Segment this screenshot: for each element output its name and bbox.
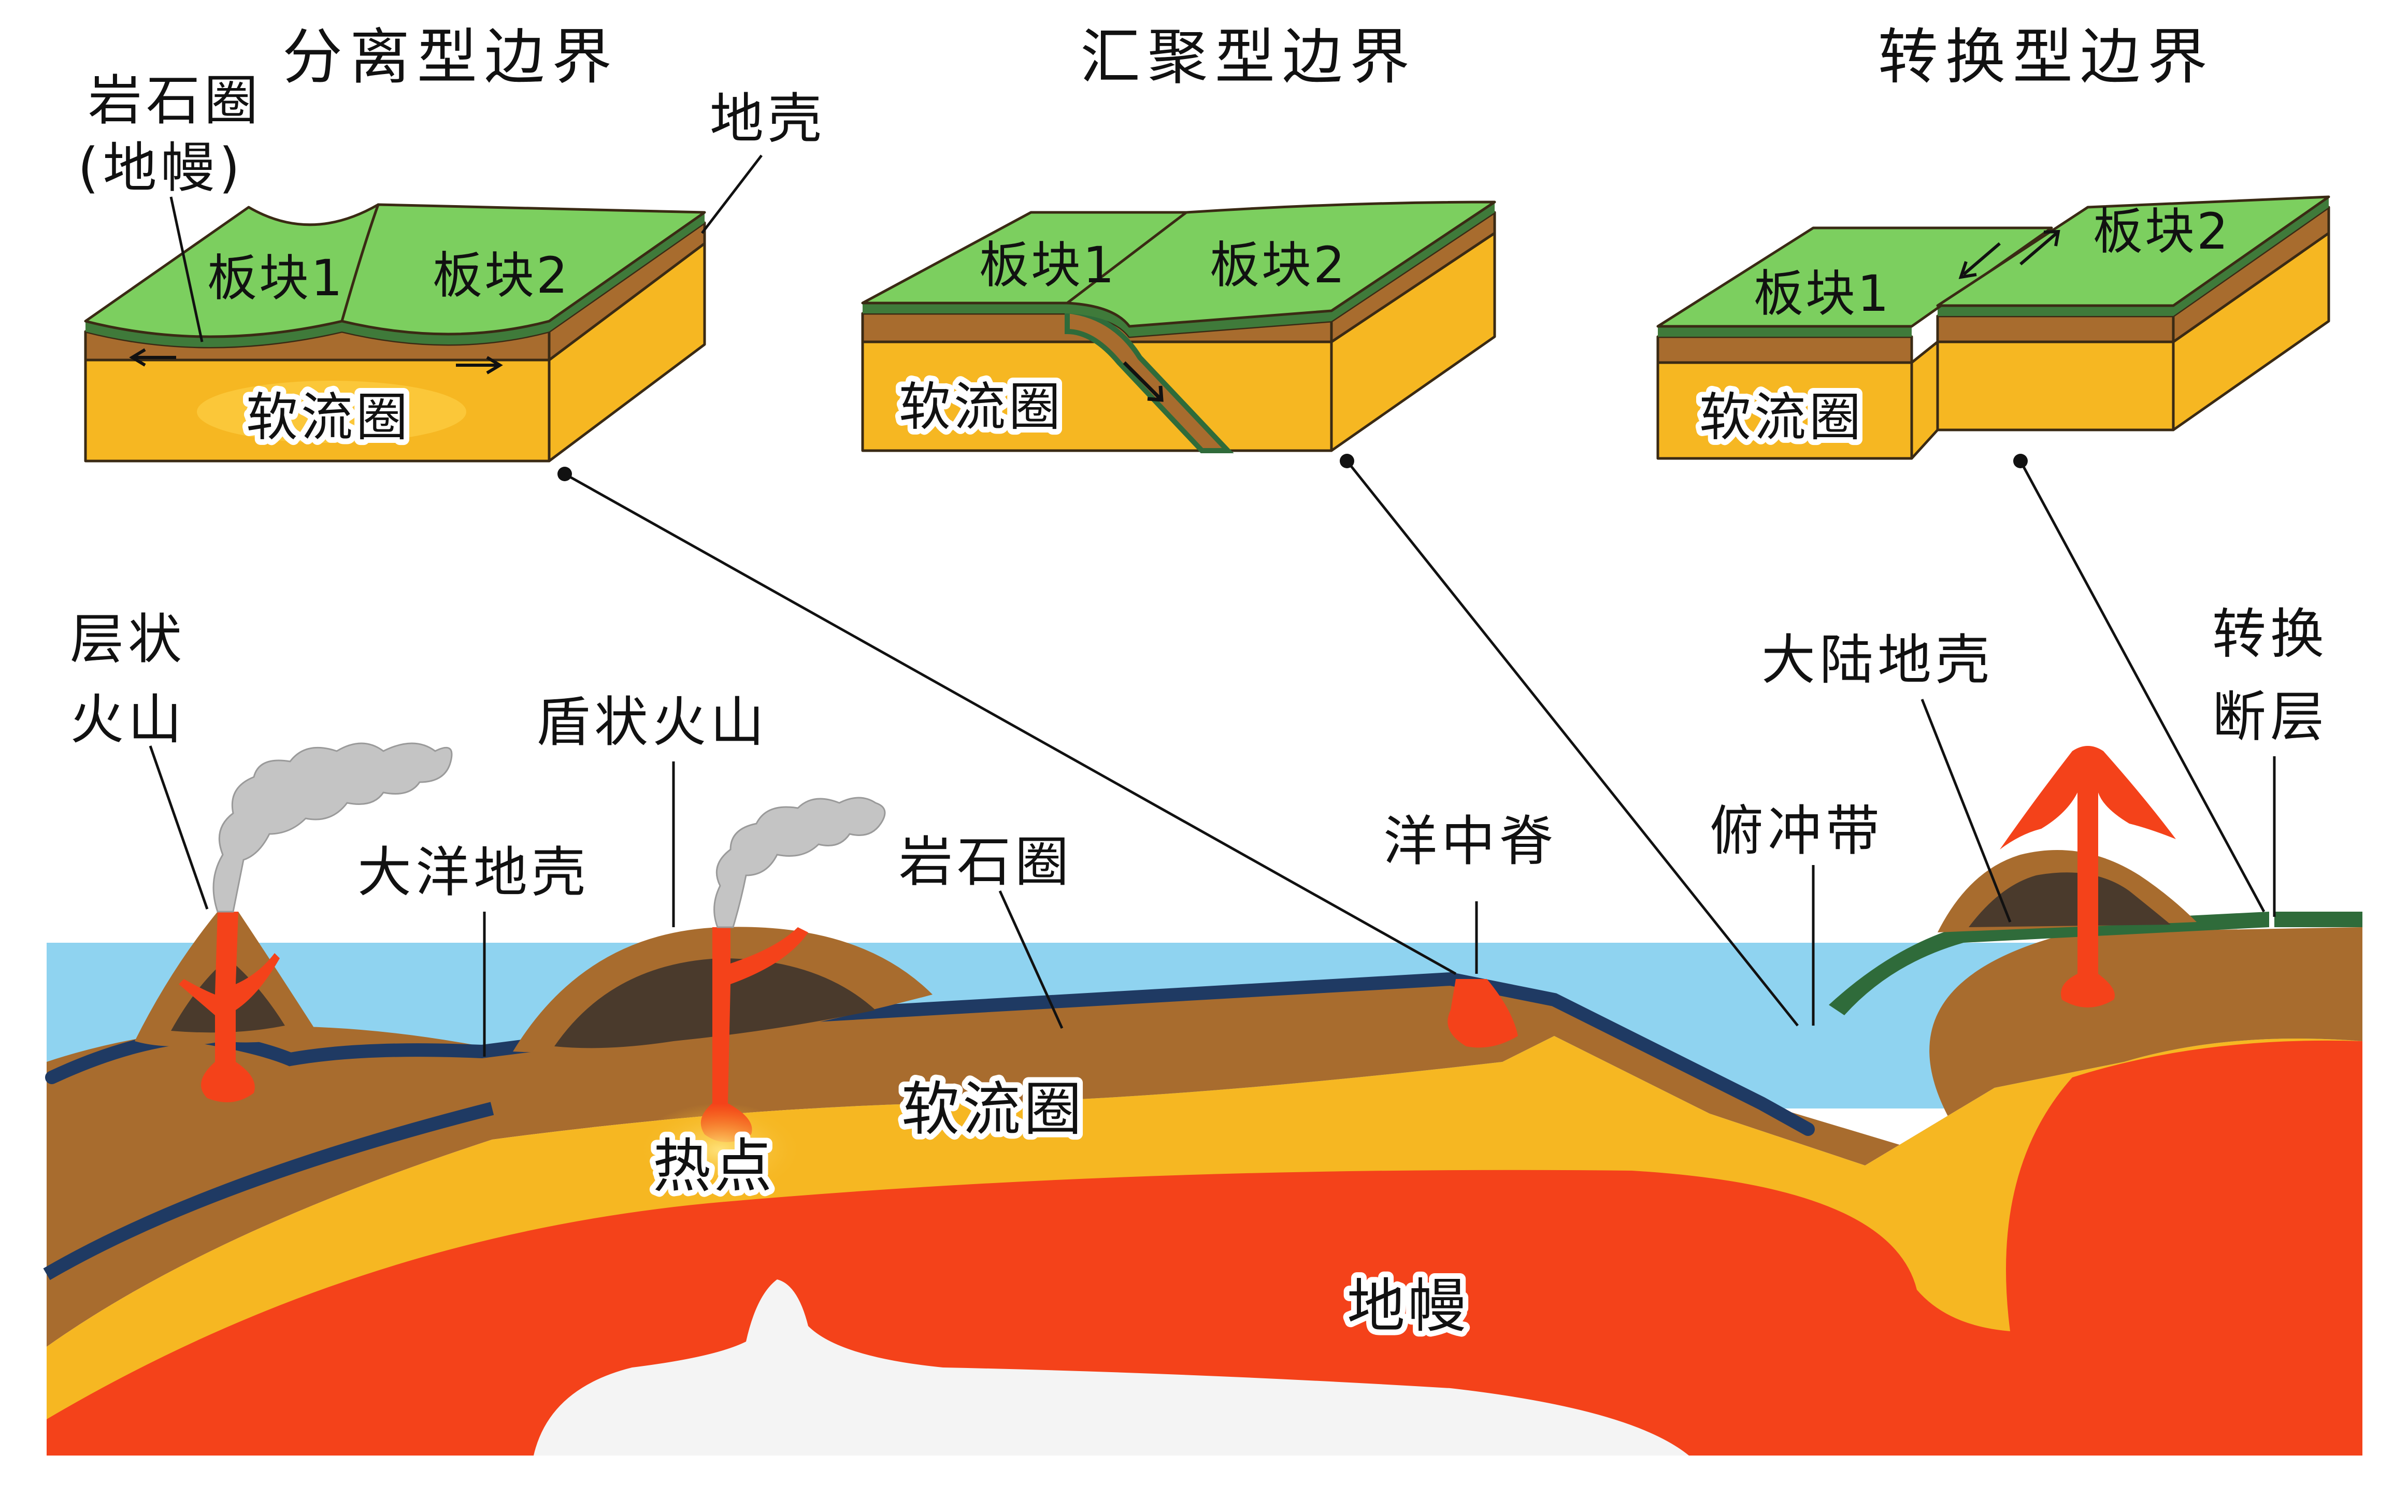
transform-arrow-right bbox=[2019, 229, 2060, 266]
label-stratovolcano-2: 火山 bbox=[70, 688, 186, 751]
text-labels: 分离型边界 汇聚型边界 转换型边界 岩石圈 (地幔) 地壳 板块1 板块2 软流… bbox=[70, 22, 2328, 1346]
title-transform: 转换型边界 bbox=[1878, 22, 2215, 92]
label-oceanic-crust: 大洋地壳 bbox=[357, 841, 590, 904]
label-lithosphere: 岩石圈 bbox=[899, 830, 1073, 894]
core-region bbox=[534, 1279, 1689, 1456]
divergent-asthenosphere-label: 软流圈 bbox=[246, 387, 411, 448]
transform-plate2-label: 板块2 bbox=[2093, 203, 2230, 261]
transform-asthenosphere-label: 软流圈 bbox=[1699, 387, 1864, 448]
label-transform-fault-1: 转换 bbox=[2212, 602, 2328, 666]
convergent-arrow bbox=[1123, 361, 1164, 402]
stratovolcano-magma bbox=[179, 912, 280, 1102]
label-hotspot: 热点 bbox=[653, 1133, 775, 1200]
shield-volcano-smoke bbox=[713, 797, 886, 928]
transform-block bbox=[1656, 195, 2330, 460]
label-mantle: 地幔 bbox=[1347, 1273, 1469, 1340]
title-divergent: 分离型边界 bbox=[282, 22, 619, 92]
divergent-arrow-right bbox=[456, 356, 503, 375]
label-asthenosphere-main: 软流圈 bbox=[901, 1076, 1085, 1143]
divergent-plate1-label: 板块1 bbox=[207, 249, 345, 307]
convergent-asthenosphere-label: 软流圈 bbox=[899, 377, 1064, 437]
label-transform-fault-2: 断层 bbox=[2212, 685, 2328, 748]
transform-arrow-left bbox=[1958, 242, 2001, 279]
divergent-arrow-left bbox=[129, 348, 176, 367]
shield-volcano-magma bbox=[700, 927, 808, 1142]
ridge-magma bbox=[1447, 979, 1518, 1048]
shield-volcano bbox=[513, 797, 933, 1142]
title-convergent: 汇聚型边界 bbox=[1080, 22, 1417, 92]
divergent-plate2-label: 板块2 bbox=[433, 247, 570, 305]
hotspot-glow bbox=[637, 1103, 803, 1197]
label-stratovolcano-1: 层状 bbox=[70, 608, 186, 671]
transform-plate2-surface bbox=[1936, 195, 2330, 307]
label-subduction-zone: 俯冲带 bbox=[1710, 799, 1884, 862]
transform-plate1-label: 板块1 bbox=[1754, 265, 1891, 323]
cross-section bbox=[43, 742, 2362, 1456]
stratovolcano bbox=[135, 742, 453, 1102]
divergent-block bbox=[84, 203, 706, 463]
mantle-layer bbox=[47, 1040, 2362, 1456]
label-mid-ocean-ridge: 洋中脊 bbox=[1383, 810, 1557, 873]
convergent-slab bbox=[1065, 308, 1234, 453]
label-crust-block: 地壳 bbox=[710, 87, 826, 150]
convergent-plate1-label: 板块1 bbox=[979, 236, 1116, 294]
convergent-plate2-surface bbox=[1066, 200, 1496, 328]
label-lithosphere-mantle: (地幔) bbox=[78, 136, 244, 199]
stratovolcano-smoke bbox=[212, 742, 453, 913]
convergent-block bbox=[861, 200, 1496, 453]
transform-plate1-surface bbox=[1656, 226, 2053, 328]
label-lithosphere-block: 岩石圈 bbox=[88, 69, 262, 132]
leader-lines bbox=[149, 154, 2276, 1057]
oceanic-crust-slab bbox=[43, 1102, 494, 1280]
transform-step bbox=[1910, 340, 1939, 460]
convergent-plate2-label: 板块2 bbox=[1210, 236, 1347, 294]
continental-volcano-magma bbox=[2000, 746, 2176, 1007]
label-shield-volcano: 盾状火山 bbox=[536, 690, 768, 754]
continental-area bbox=[1829, 746, 2362, 1015]
divergent-plate2-surface bbox=[340, 203, 706, 336]
label-continental-crust: 大陆地壳 bbox=[1761, 628, 1994, 692]
